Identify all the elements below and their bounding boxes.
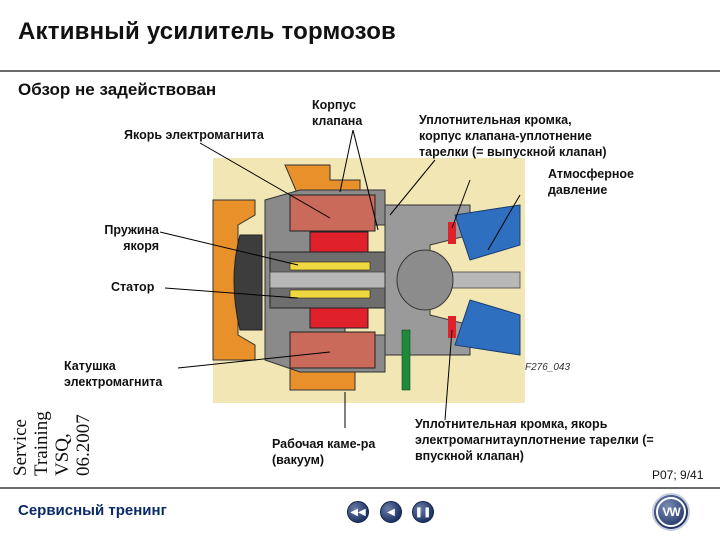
seal-top [454,204,521,261]
page-title: Активный усилитель тормозов [18,18,397,45]
service-training-sidebar: Service Training VSQ, 06.2007 [10,396,130,486]
footer-divider [0,487,720,489]
sidebar-line-1: Service [10,419,31,476]
coil-top [289,194,376,232]
leader-lines [159,129,521,428]
label-stator: Статор [111,280,155,294]
sidebar-line-4: 06.2007 [73,414,94,476]
armature-bottom [309,305,369,329]
valve-ball [396,249,454,311]
armature-top [309,231,369,255]
spring-bottom [289,289,371,299]
label-valve-body: Корпус клапана [312,98,363,128]
seal-edge-outlet [448,222,456,244]
sidebar-text: Service Training VSQ, 06.2007 [10,411,94,476]
label-seal-edge-outlet: Уплотнительная кромка, корпус клапана-уп… [419,113,607,159]
page-number: P07; 9/41 [652,468,704,482]
label-seal-edge-inlet: Уплотнительная кромка, якорь электромагн… [415,417,654,463]
coil-bottom [289,331,376,369]
spring-top [289,261,371,271]
label-coil: Катушка электромагнита [64,359,163,389]
label-spring: Пружина якоря [104,223,159,253]
page-subtitle: Обзор не задействован [18,80,217,99]
pause-button[interactable]: ❚❚ [412,501,434,523]
sidebar-line-3: VSQ, [52,433,73,476]
green-seal [401,329,411,391]
footer-title: Сервисный тренинг [18,502,167,519]
label-atmospheric-pressure: Атмосферное давление [548,167,634,197]
previous-button[interactable]: ◀ [380,501,402,523]
double-arrow-left-icon: ◀◀ [350,506,366,518]
label-armature: Якорь электромагнита [124,128,264,142]
seal-edge-inlet [448,316,456,338]
seal-bottom [454,299,521,356]
vw-logo: VW [652,493,690,531]
pause-icon: ❚❚ [414,506,432,518]
label-vacuum-chamber: Рабочая каме-ра (вакуум) [272,437,376,467]
header-divider [0,70,720,72]
back-button[interactable]: ◀◀ [347,501,369,523]
arrow-left-icon: ◀ [387,506,395,518]
sidebar-line-2: Training [31,411,52,476]
armature-cap [233,234,263,331]
vw-logo-icon: VW [656,497,686,527]
figure-id: F276_043 [525,362,571,373]
